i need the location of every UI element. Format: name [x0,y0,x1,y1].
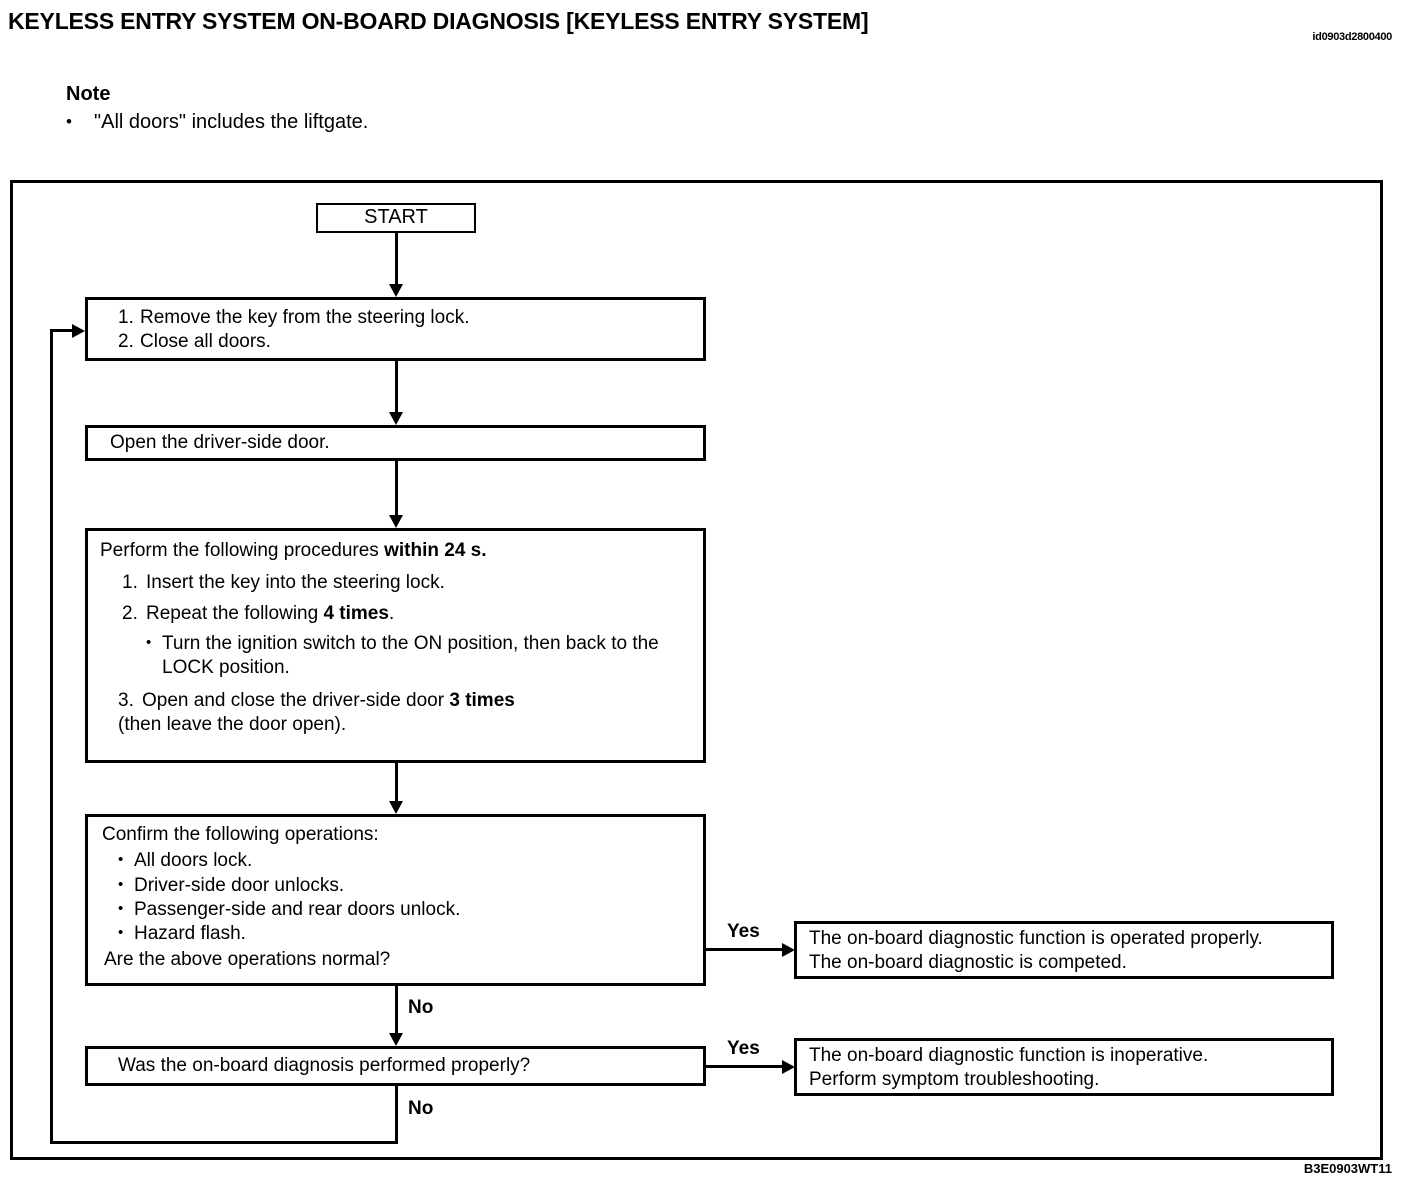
confirm-question: Are the above operations normal? [104,948,391,970]
item3-plain-before: Open and close the driver-side door [142,689,450,711]
connector-confirm-no [395,986,398,1033]
confirm-bullet-text: Passenger-side and rear doors unlock. [134,898,461,920]
edge-label-confirm-yes: Yes [727,921,760,942]
item2-plain-after: . [388,602,395,624]
list-text: Insert the key into the steering lock. [146,572,445,594]
list-text: Close all doors. [140,331,271,353]
page-title: KEYLESS ENTRY SYSTEM ON-BOARD DIAGNOSIS … [8,8,869,34]
item3-bold: 3 times [449,689,515,711]
confirm-bullet-2: • Driver-side door unlocks. [102,874,693,898]
connector-wasperformed-yes [706,1065,788,1068]
result-bad-line-2: Perform symptom troubleshooting. [809,1069,1100,1091]
confirm-bullet-text: Hazard flash. [134,923,246,945]
note-list-item: • "All doors" includes the liftgate. [66,110,368,135]
arrowhead-loopback-into-step1 [72,324,85,338]
flow-node-start: START [316,203,476,233]
flow-node-procedure: Perform the following procedures within … [85,528,706,763]
flow-node-open-driver-door-text: Open the driver-side door. [110,431,330,453]
procedure-item-1: 1. Insert the key into the steering lock… [100,571,693,595]
was-performed-question: Was the on-board diagnosis performed pro… [118,1054,531,1076]
list-number: 1. [118,307,134,328]
confirm-heading: Confirm the following operations: [102,824,379,845]
connector-start-to-step1 [395,233,398,284]
procedure-item-3-continued: (then leave the door open). [118,713,347,735]
procedure-sub-bullet: • Turn the ignition switch to the ON pos… [100,632,693,681]
flow-node-start-label: START [364,206,428,229]
result-ok-line-2: The on-board diagnostic is competed. [809,952,1127,974]
list-text: Remove the key from the steering lock. [140,307,470,328]
list-text: Open and close the driver-side door 3 ti… [142,689,515,713]
bullet-icon: • [118,924,124,942]
bullet-icon: • [118,875,124,893]
flow-node-result-bad: The on-board diagnostic function is inop… [794,1038,1334,1096]
procedure-heading-bold: within 24 s. [384,540,487,561]
flow-node-result-ok: The on-board diagnostic function is oper… [794,921,1334,979]
flow-node-was-performed: Was the on-board diagnosis performed pro… [85,1046,706,1086]
confirm-bullet-text: All doors lock. [134,850,253,872]
flow-node-step1-line-1: 1. Remove the key from the steering lock… [98,306,693,330]
arrowhead-procedure-to-confirm [389,801,403,814]
bullet-icon: • [118,899,124,917]
arrowhead-opendoor-to-procedure [389,515,403,528]
list-number: 3. [118,689,134,711]
bullet-icon: • [118,851,124,869]
item2-bold: 4 times [323,602,389,624]
procedure-heading-plain: Perform the following procedures [100,540,385,561]
list-number: 2. [122,602,138,624]
procedure-item-3: 3. Open and close the driver-side door 3… [100,689,693,713]
connector-step1-to-opendoor [395,361,398,412]
note-heading: Note [66,83,111,105]
procedure-sub-text: Turn the ignition switch to the ON posit… [162,632,659,679]
connector-opendoor-to-procedure [395,461,398,515]
result-ok-line-1: The on-board diagnostic function is oper… [809,928,1263,949]
flow-node-step1: 1. Remove the key from the steering lock… [85,297,706,361]
bullet-icon: • [146,633,152,651]
arrowhead-confirm-no [389,1033,403,1046]
connector-confirm-yes [706,948,788,951]
connector-loopback-into-step1 [50,329,76,332]
arrowhead-start-to-step1 [389,284,403,297]
note-item-text: "All doors" includes the liftgate. [94,111,369,133]
flow-node-confirm-operations: Confirm the following operations: • All … [85,814,706,986]
edge-label-wasperformed-yes: Yes [727,1038,760,1059]
bullet-icon: • [66,112,72,131]
confirm-bullet-1: • All doors lock. [102,849,693,873]
flow-node-step1-line-2: 2. Close all doors. [98,330,693,354]
connector-loopback-down [395,1086,398,1144]
edge-label-confirm-no: No [408,997,434,1018]
result-bad-line-1: The on-board diagnostic function is inop… [809,1045,1209,1066]
arrowhead-wasperformed-yes [782,1060,795,1074]
connector-loopback-up [50,330,53,1144]
list-number: 2. [118,331,134,353]
list-text: Repeat the following 4 times. [146,602,394,626]
confirm-bullet-3: • Passenger-side and rear doors unlock. [102,898,693,922]
document-id-top: id0903d2800400 [1312,31,1392,43]
connector-procedure-to-confirm [395,763,398,801]
document-id-bottom: B3E0903WT11 [1303,1161,1392,1176]
flowchart-frame [10,180,1383,1160]
arrowhead-confirm-yes [782,943,795,957]
item2-plain-before: Repeat the following [146,602,324,624]
flow-node-open-driver-door: Open the driver-side door. [85,425,706,461]
arrowhead-step1-to-opendoor [389,412,403,425]
connector-loopback-left [50,1141,398,1144]
confirm-bullet-4: • Hazard flash. [102,922,693,946]
edge-label-wasperformed-no: No [408,1098,434,1119]
list-number: 1. [122,572,138,594]
procedure-item-2: 2. Repeat the following 4 times. [100,602,693,626]
procedure-heading: Perform the following procedures within … [100,539,693,563]
confirm-bullet-text: Driver-side door unlocks. [134,874,345,896]
